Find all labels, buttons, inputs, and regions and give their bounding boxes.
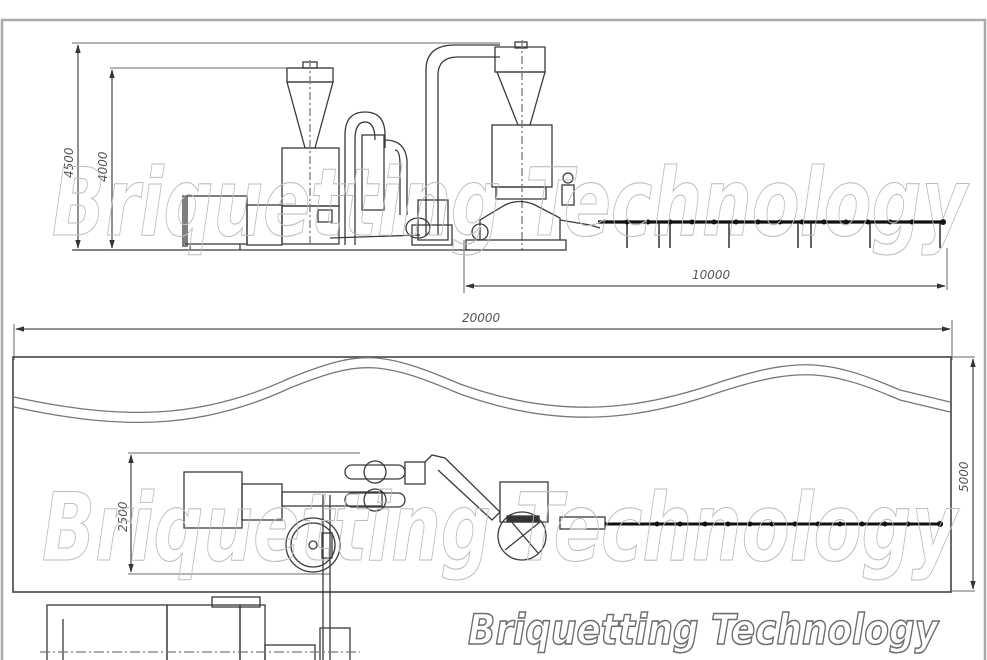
- plan-feeder: [183, 471, 383, 529]
- label-overall-height: 4500: [62, 147, 76, 178]
- cooling-conveyor: [598, 219, 946, 248]
- brand-caption-text: Briquetting Technology: [468, 605, 939, 654]
- plan-pipe-elbows: [344, 454, 501, 521]
- label-cyclone-height: 4000: [96, 151, 110, 182]
- plan-conveyor: [605, 521, 943, 527]
- dimension-overall-length: [13, 320, 953, 360]
- label-overall-length: 20000: [462, 311, 501, 325]
- watermark-middle: Briquetting Technology: [42, 474, 960, 583]
- briquette-press: [465, 172, 601, 251]
- brand-caption: Briquetting Technology: [464, 600, 944, 656]
- label-conveyor-length: 10000: [692, 268, 731, 282]
- dimension-conveyor-length: [463, 240, 948, 293]
- transport-pipe: [411, 44, 500, 246]
- label-equipment-width: 2500: [116, 501, 130, 532]
- drawing-frame: [0, 18, 987, 660]
- plan-dryer-drum: [285, 495, 341, 660]
- cyclone-right: [491, 40, 553, 250]
- watermark-top: Briquetting Technology: [52, 149, 970, 258]
- dimension-overall-height: [72, 42, 500, 249]
- label-building-width: 5000: [957, 461, 971, 492]
- plan-press: [497, 481, 606, 561]
- cyclone-left: [281, 60, 340, 245]
- plan-view: [12, 356, 976, 660]
- bottom-section-machine: [40, 596, 360, 660]
- elevation-view: [13, 40, 953, 360]
- dimension-equipment-width: [128, 452, 360, 575]
- dimension-building-width: [952, 356, 976, 592]
